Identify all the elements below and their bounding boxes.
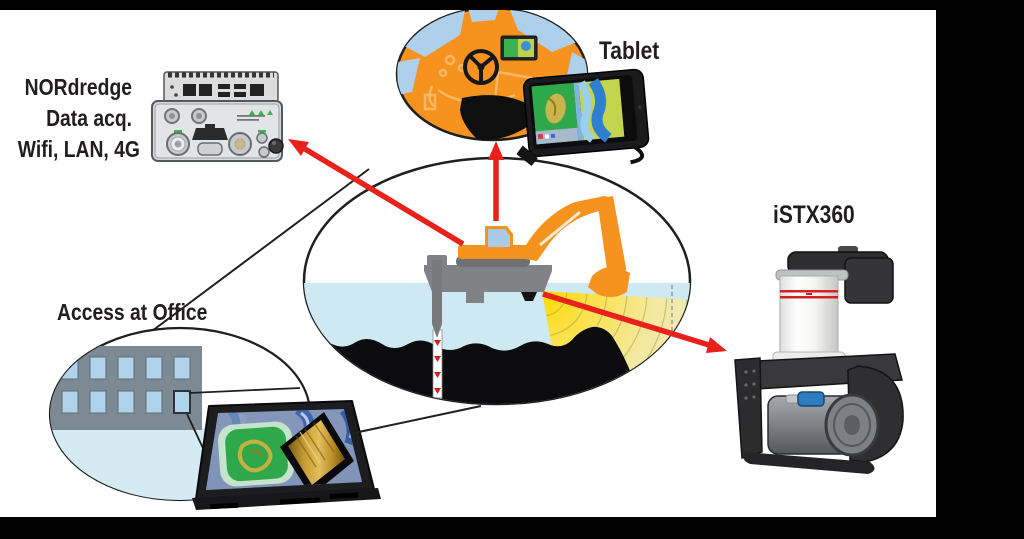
tablet-device: [516, 68, 650, 166]
barge: [424, 255, 552, 303]
data-acq-label-line1: NORdredge: [24, 74, 132, 100]
io-ports: [183, 84, 264, 97]
laptop-green-survey-patch: [225, 426, 288, 482]
tablet-kickstand: [516, 145, 538, 166]
sonar-blue-connector: [797, 391, 825, 407]
istx360-sonar-head: [734, 246, 904, 474]
tablet-cable: [630, 144, 645, 165]
data-acq-label-line2: Data acq.: [46, 105, 132, 131]
data-acq-label-line3: Wifi, LAN, 4G: [17, 136, 140, 162]
arrow-to-istx360: [542, 291, 710, 348]
laptop-base: [192, 488, 381, 510]
excavator: [456, 196, 630, 298]
data-flow-arrows: [288, 139, 727, 353]
letterbox-right: [936, 0, 1024, 539]
excavator-cab-window: [488, 229, 510, 247]
cab-floor-shadow: [460, 95, 530, 140]
callout-line-scene-to-office: [147, 168, 370, 335]
spud-pole: [432, 260, 442, 338]
letterbox-bottom: [0, 517, 1024, 539]
sonar-mount: [521, 292, 537, 301]
callout-line-scene-to-laptop: [353, 405, 482, 434]
letterbox-top: [0, 0, 1024, 10]
front-panel-connectors: [164, 108, 284, 158]
cab-monitor: [500, 35, 538, 61]
data-acq-label: NORdredge Data acq. Wifi, LAN, 4G: [17, 72, 140, 165]
callout-lines: [147, 168, 370, 335]
data-acquisition-unit: [151, 71, 284, 162]
excavator-stick: [597, 196, 626, 280]
sonar-white-cylinder: [779, 275, 839, 357]
seabed: [304, 326, 690, 404]
featured-window: [173, 390, 191, 414]
arrow-to-data-acq: [303, 146, 465, 247]
steering-wheel: [463, 49, 499, 85]
office-label: Access at Office: [57, 299, 208, 325]
cab-windows: [397, 8, 587, 95]
office-laptop: [192, 400, 381, 510]
tablet-screen: [531, 78, 642, 145]
excavator-bucket: [588, 266, 630, 298]
laptop-sonar-image: [206, 409, 362, 490]
tablet-label: Tablet: [599, 37, 660, 65]
istx360-label: iSTX360: [773, 201, 855, 229]
depth-rod: [432, 329, 443, 404]
